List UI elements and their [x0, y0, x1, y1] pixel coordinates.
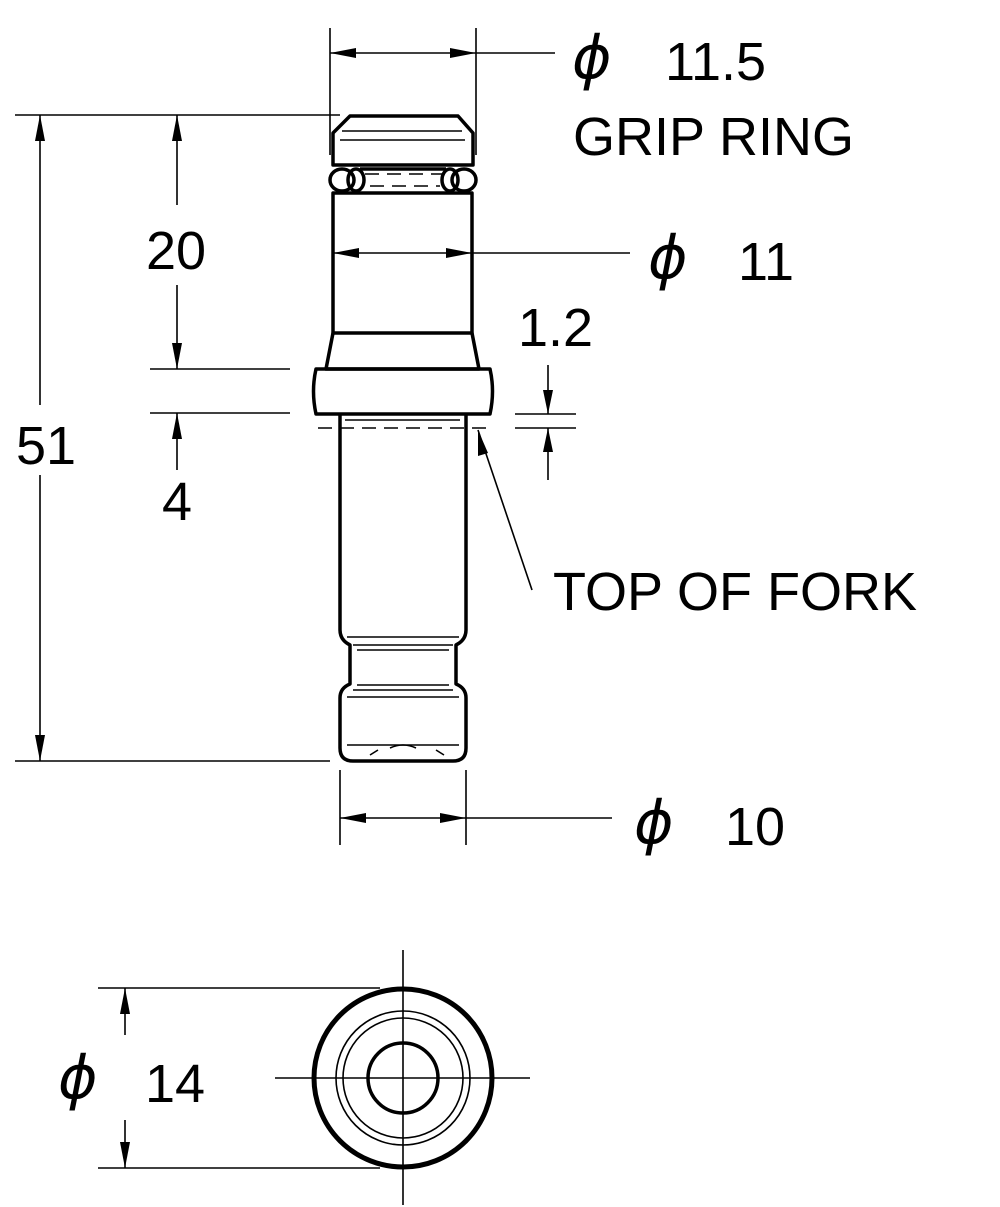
- grip-ring-diameter: 11.5: [665, 32, 766, 92]
- dim-shaft-diameter: ϕ 10: [339, 770, 785, 858]
- shaft-diameter: 10: [725, 797, 785, 857]
- body-diameter: 11: [738, 232, 794, 292]
- body: [331, 191, 474, 335]
- shaft: [338, 414, 468, 763]
- overall-length: 51: [16, 416, 76, 476]
- o-ring: [328, 167, 478, 193]
- end-view: ϕ 14: [58, 950, 530, 1205]
- side-view-part: [311, 114, 495, 763]
- dim-body-diameter: ϕ 11: [333, 223, 794, 293]
- fork-offset: 1.2: [518, 298, 593, 358]
- taper: [324, 332, 481, 371]
- diameter-symbol: ϕ: [572, 23, 612, 93]
- dim-upper-length: 20: [146, 115, 290, 414]
- diameter-symbol: ϕ: [634, 788, 674, 858]
- grip-ring-label: GRIP RING: [573, 107, 854, 167]
- collar-diameter: 14: [145, 1054, 205, 1114]
- dim-grip-ring: ϕ 11.5 GRIP RING: [329, 23, 854, 167]
- diameter-symbol: ϕ: [648, 223, 688, 293]
- collar: [311, 367, 495, 416]
- dim-collar-thickness: 4: [162, 413, 192, 532]
- top-of-fork-label: TOP OF FORK: [553, 562, 917, 622]
- upper-length: 20: [146, 221, 206, 281]
- collar-thickness: 4: [162, 472, 192, 532]
- diameter-symbol: ϕ: [58, 1043, 98, 1113]
- top-of-fork-callout: TOP OF FORK: [477, 429, 917, 622]
- grip-ring: [331, 114, 475, 167]
- dim-fork-offset: 1.2: [515, 298, 593, 480]
